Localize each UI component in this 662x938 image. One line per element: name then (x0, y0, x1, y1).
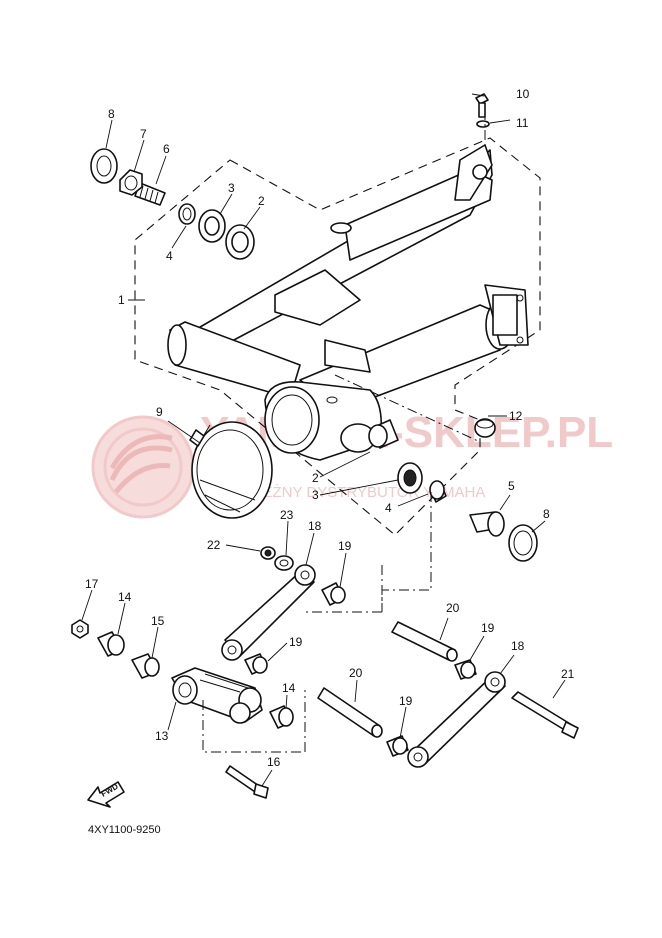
callout-8-upper: 8 (108, 107, 115, 121)
callout-22: 22 (207, 538, 221, 552)
callout-19-c: 19 (481, 621, 495, 635)
collar-15 (131, 653, 160, 679)
collar-19-c (454, 659, 477, 680)
callout-9: 9 (156, 405, 163, 419)
bolt-21 (511, 691, 579, 739)
callout-7: 7 (140, 127, 147, 141)
callout-20-a: 20 (446, 601, 460, 615)
callout-10: 10 (516, 87, 530, 101)
callout-18-left: 18 (308, 519, 322, 533)
collar-20-b (317, 687, 383, 738)
connecting-rod-18-left (221, 564, 316, 661)
swingarm (167, 144, 529, 461)
callout-4-lower: 4 (385, 501, 392, 515)
callout-15: 15 (151, 614, 165, 628)
cap-12 (474, 418, 496, 438)
collar-14-left (97, 631, 125, 657)
callout-20-b: 20 (349, 666, 363, 680)
washer-11 (476, 120, 490, 128)
fwd-arrow: FWD (87, 781, 125, 808)
callout-14-right: 14 (282, 681, 296, 695)
callout-2-upper: 2 (258, 194, 265, 208)
cap-8-lower (508, 524, 538, 562)
collar-19-a (321, 582, 346, 606)
callout-3-lower: 3 (312, 488, 319, 502)
cap-8-upper (90, 148, 118, 184)
washer-23 (274, 555, 294, 571)
locknut-7 (119, 169, 143, 196)
chain-guard-9 (189, 421, 273, 519)
callout-19-a: 19 (338, 539, 352, 553)
callout-21: 21 (561, 667, 575, 681)
nut-22 (260, 546, 276, 560)
bearing-2-upper (225, 224, 255, 260)
callout-11: 11 (516, 116, 529, 130)
collar-4-lower (429, 480, 447, 503)
collar-14-right (269, 705, 294, 729)
callout-6: 6 (163, 142, 170, 156)
callout-19-b: 19 (289, 635, 303, 649)
callout-1: 1 (118, 293, 125, 307)
center-lines (202, 110, 486, 753)
oil-seal-3-lower (397, 462, 423, 494)
pivot-shaft-5 (469, 511, 505, 537)
callout-3-upper: 3 (228, 181, 235, 195)
callout-13: 13 (155, 729, 169, 743)
callouts: 8 7 6 3 2 4 1 10 11 12 9 2 3 4 5 8 22 23… (85, 87, 575, 769)
bolt-10 (475, 93, 489, 118)
callout-14-left: 14 (118, 590, 132, 604)
relay-arm-13 (171, 667, 263, 724)
watermark-logo (91, 415, 195, 519)
callout-5: 5 (508, 479, 515, 493)
connecting-rod-18-right (407, 671, 506, 768)
bearing-2-lower (368, 419, 399, 449)
oil-seal-3-upper (198, 209, 226, 243)
diagram-code: 4XY1100-9250 (88, 824, 161, 836)
callout-23: 23 (280, 508, 294, 522)
collar-4-upper (178, 203, 196, 225)
leader-lines (81, 93, 566, 787)
nut-17 (71, 619, 89, 639)
callout-19-d: 19 (399, 694, 413, 708)
bolt-16 (225, 765, 269, 799)
callout-2-lower: 2 (312, 471, 319, 485)
callout-18-right: 18 (511, 639, 525, 653)
callout-17: 17 (85, 577, 99, 591)
collar-19-d (386, 735, 409, 757)
collar-20-a (391, 621, 458, 662)
callout-16: 16 (267, 755, 281, 769)
callout-4-upper: 4 (166, 249, 173, 263)
callout-8-lower: 8 (543, 507, 550, 521)
callout-12: 12 (509, 409, 523, 423)
collar-19-b (244, 653, 268, 675)
